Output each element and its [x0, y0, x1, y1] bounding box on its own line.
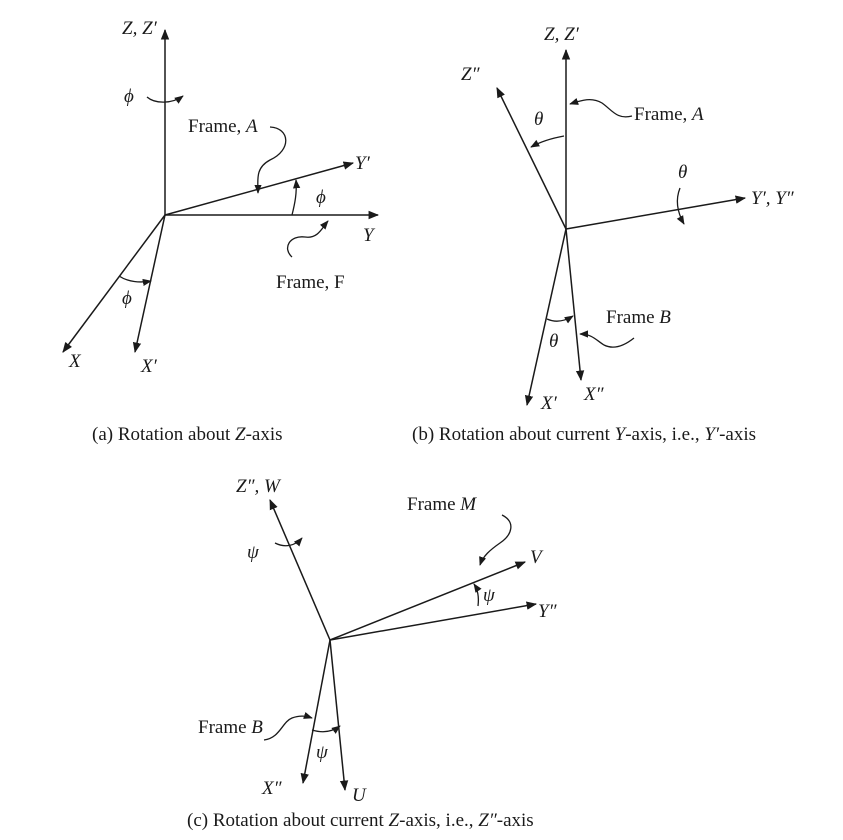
label-psi-top: ψ: [247, 542, 260, 563]
label-x-prime-b: X′: [540, 393, 558, 414]
axis-y-b: [565, 195, 747, 230]
phi-rotation-arc: [146, 95, 184, 104]
frame-b-pointer-c: [263, 711, 313, 741]
frame-a-pointer: [254, 126, 287, 194]
label-x-dd-b: X″: [583, 384, 605, 405]
panel-b: Z, Z′ Z″ θ Frame, A θ Y′, Y″ Frame B θ X…: [412, 24, 795, 445]
label-frame-a-a: Frame, A: [188, 116, 258, 137]
psi-rotation-arc: [274, 537, 303, 547]
label-u-c: U: [352, 785, 367, 806]
label-frame-b-b: Frame B: [606, 307, 671, 328]
label-psi-right: ψ: [483, 585, 496, 606]
psi-angle-arc-right: [473, 583, 482, 607]
axis-v-c: [329, 561, 526, 641]
frame-b-pointer-b: [579, 330, 635, 348]
label-phi-bottom: ϕ: [122, 288, 132, 309]
phi-angle-arc-y: [291, 179, 301, 216]
label-z-a: Z, Z′: [122, 18, 158, 39]
panel-c: Z″, W ψ Frame M V ψ Y″ Frame B ψ X″ U (c…: [187, 476, 558, 831]
label-phi-top: ϕ: [124, 86, 134, 107]
label-phi-right: ϕ: [316, 187, 326, 208]
label-theta-top: θ: [534, 109, 543, 130]
label-theta-bottom: θ: [549, 331, 558, 352]
label-z-dd-b: Z″: [461, 64, 481, 85]
label-frame-f: Frame, F: [276, 272, 345, 293]
caption-c: (c) Rotation about current Z-axis, i.e.,…: [187, 810, 534, 831]
label-y-dd-c: Y″: [538, 601, 558, 622]
label-v-c: V: [530, 547, 544, 568]
label-theta-right: θ: [678, 162, 687, 183]
label-frame-m: Frame M: [407, 494, 477, 515]
label-y-b: Y′, Y″: [751, 188, 795, 209]
psi-angle-arc-bottom: [311, 725, 341, 734]
axis-y-dd-c: [329, 601, 538, 641]
frame-a-pointer-b: [569, 97, 633, 118]
caption-b: (b) Rotation about current Y-axis, i.e.,…: [412, 424, 756, 445]
label-w-c: Z″, W: [236, 476, 282, 497]
label-x-a: X: [68, 351, 82, 372]
label-frame-a-b: Frame, A: [634, 104, 704, 125]
axis-z-dd-b: [496, 87, 567, 230]
label-psi-bottom: ψ: [316, 742, 329, 763]
axis-x-dd-c: [300, 639, 331, 785]
phi-angle-arc-x: [118, 275, 152, 287]
caption-a: (a) Rotation about Z-axis: [92, 424, 283, 445]
label-x-prime-a: X′: [140, 356, 158, 377]
axis-u-c: [329, 639, 349, 792]
theta-rotation-arc: [676, 187, 685, 225]
frame-m-pointer: [479, 514, 512, 566]
axis-w-c: [269, 499, 331, 641]
label-x-dd-c: X″: [261, 778, 283, 799]
theta-angle-arc-top: [530, 135, 565, 148]
axis-x-dd-b: [565, 228, 585, 382]
label-y-prime-a: Y′: [355, 153, 371, 174]
axis-x-prime-b: [524, 228, 567, 407]
label-frame-b-c: Frame B: [198, 717, 263, 738]
theta-angle-arc-bottom: [546, 315, 574, 324]
label-z-b: Z, Z′: [544, 24, 580, 45]
label-y-a: Y: [363, 225, 376, 246]
axis-x-a: [62, 214, 166, 353]
frame-f-pointer: [287, 220, 329, 258]
panel-a: Z, Z′ ϕ Frame, A Y′ ϕ Y Frame, F ϕ X X′ …: [62, 18, 380, 445]
